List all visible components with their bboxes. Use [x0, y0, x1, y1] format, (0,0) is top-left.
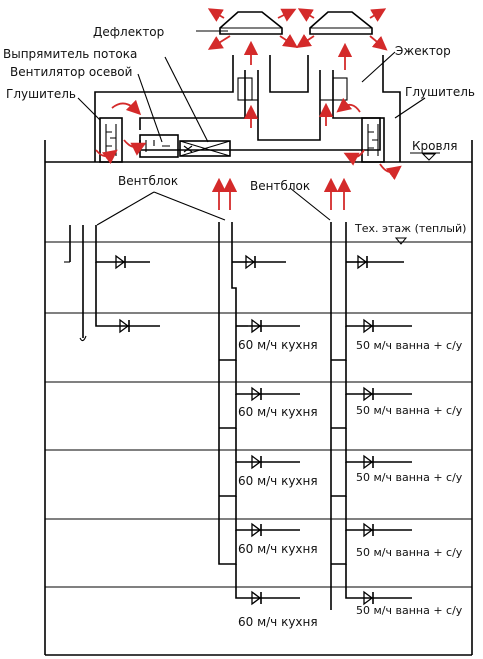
deflector-left: [219, 11, 283, 35]
roof-marker: [410, 152, 440, 161]
tech-floor-marker: [394, 237, 408, 245]
bath-flow-labels: 50 м/ч ванна + с/у 50 м/ч ванна + с/у 50…: [356, 339, 463, 617]
label-bath-floor-5: 50 м/ч ванна + с/у: [356, 604, 463, 617]
valve-bath-3: [360, 454, 412, 470]
label-bath-floor-2: 50 м/ч ванна + с/у: [356, 404, 463, 417]
label-kitchen-floor-2: 60 м/ч кухня: [238, 405, 318, 419]
label-kitchen-floor-5: 60 м/ч кухня: [238, 615, 318, 629]
flow-rectifier: [179, 140, 231, 157]
valve-bath-5: [360, 590, 412, 606]
kitchen-flow-labels: 60 м/ч кухня 60 м/ч кухня 60 м/ч кухня 6…: [238, 338, 318, 629]
label-fan: Вентилятор осевой: [10, 65, 132, 79]
label-roof: Кровля: [412, 139, 457, 153]
label-ejector: Эжектор: [395, 44, 451, 58]
label-bath-floor-3: 50 м/ч ванна + с/у: [356, 471, 463, 484]
label-bath-floor-4: 50 м/ч ванна + с/у: [356, 546, 463, 559]
axial-fan: [139, 134, 179, 158]
label-ventblock-2: Вентблок: [250, 179, 310, 193]
riser-left: [64, 225, 160, 342]
floor-slabs: [45, 241, 472, 588]
label-rectifier: Выпрямитель потока: [3, 47, 137, 61]
kitchen-valves: [245, 254, 300, 606]
leader-lines: [77, 30, 426, 226]
valve-kitchen-5: [248, 590, 300, 606]
riser-kitchen: [218, 222, 248, 599]
valve-bath-2: [360, 386, 412, 402]
label-bath-floor-1: 50 м/ч ванна + с/у: [356, 339, 463, 352]
valve-kitchen-3: [248, 454, 300, 470]
label-silencer-left: Глушитель: [6, 87, 76, 101]
label-kitchen-floor-1: 60 м/ч кухня: [238, 338, 318, 352]
valve-bath-4: [360, 522, 412, 538]
valve-kitchen-4: [248, 522, 300, 538]
label-deflector: Дефлектор: [93, 25, 164, 39]
building-outline: [44, 140, 473, 656]
valve-bath-1: [360, 318, 412, 334]
label-tech-floor: Тех. этаж (теплый): [354, 222, 466, 235]
airflow-arrows: [95, 8, 402, 210]
silencer-right: [361, 117, 385, 163]
riser-bath: [330, 222, 360, 610]
label-kitchen-floor-3: 60 м/ч кухня: [238, 474, 318, 488]
deflector-right: [309, 11, 373, 35]
label-kitchen-floor-4: 60 м/ч кухня: [238, 542, 318, 556]
label-ventblock-1: Вентблок: [118, 174, 178, 188]
label-silencer-right: Глушитель: [405, 85, 475, 99]
valve-kitchen-2: [248, 386, 300, 402]
bath-valves: [357, 254, 412, 606]
component-labels: Дефлектор Выпрямитель потока Вентилятор …: [3, 25, 475, 235]
valve-kitchen-top: [245, 254, 286, 270]
valve-bath-top: [357, 254, 404, 270]
valve-kitchen-1: [248, 318, 300, 334]
